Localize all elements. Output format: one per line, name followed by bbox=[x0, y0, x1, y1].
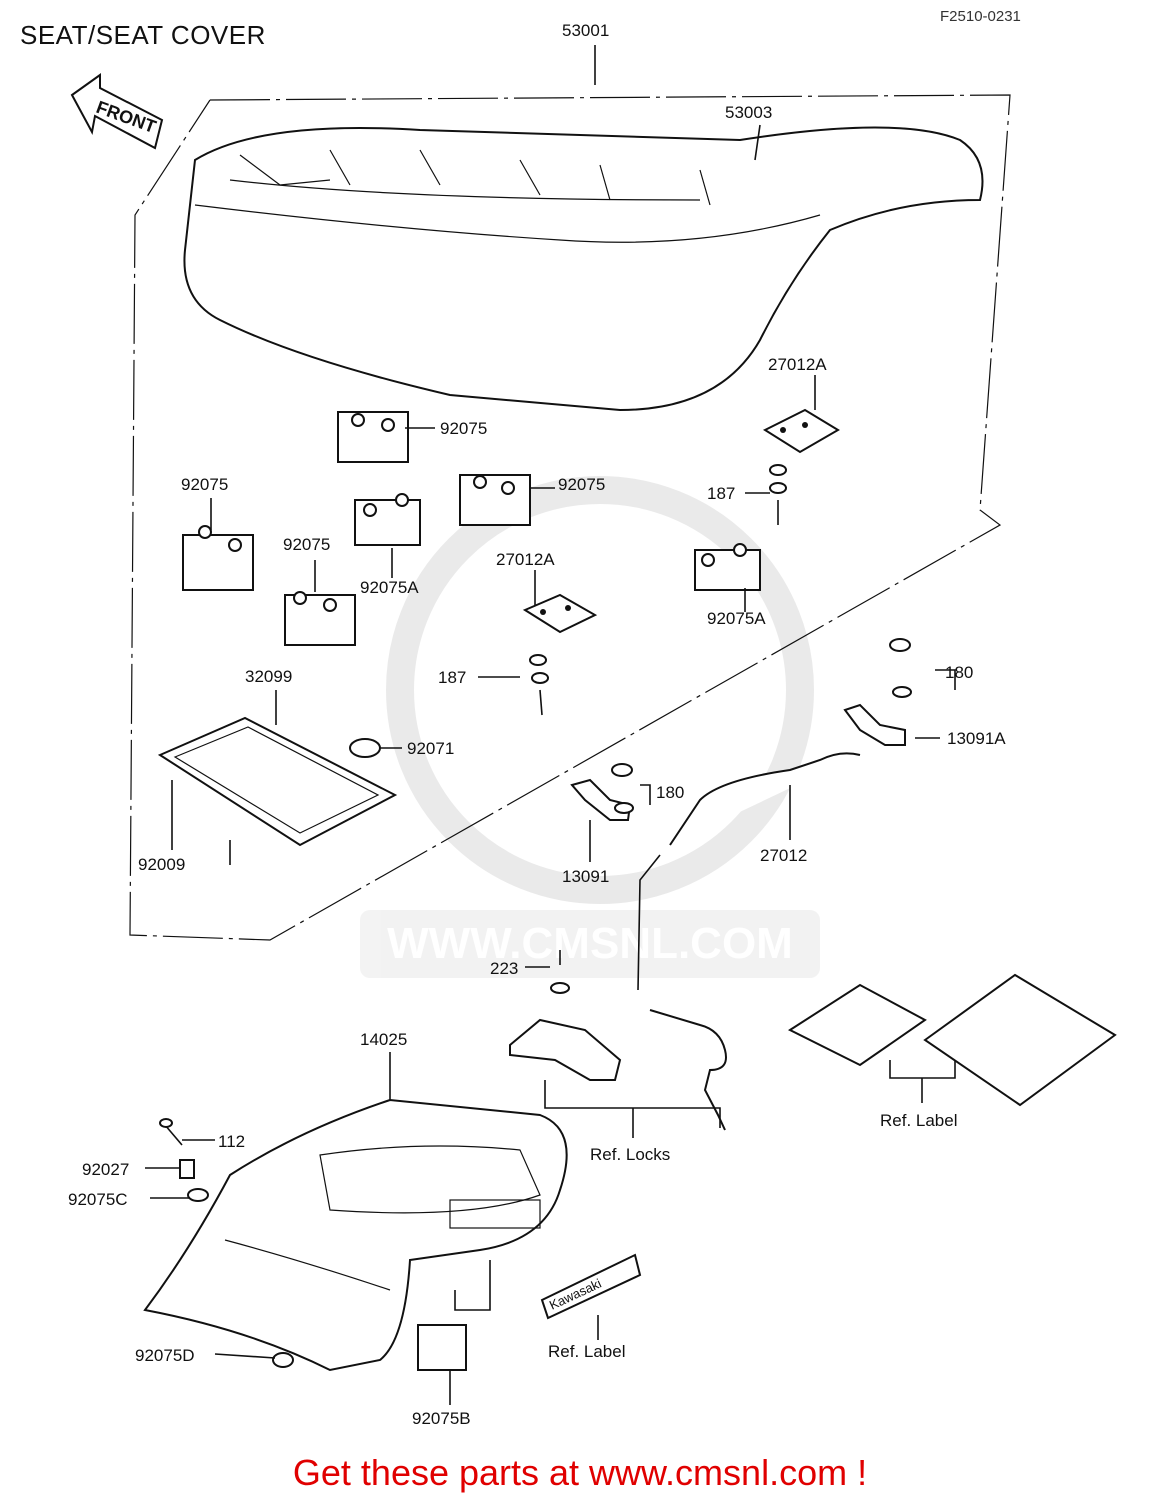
ref-label-locks: Ref. Locks bbox=[590, 1145, 670, 1164]
collar-92027 bbox=[179, 1159, 195, 1179]
callout-92071: 92071 bbox=[407, 739, 454, 758]
callout-27012: 27012 bbox=[760, 846, 807, 865]
clamp-13091 bbox=[570, 778, 632, 821]
lock-rod-27012 bbox=[637, 752, 861, 991]
assembly-boundary bbox=[129, 94, 1011, 941]
label-sheet-a bbox=[787, 983, 927, 1067]
bolt-112 bbox=[159, 1118, 183, 1146]
grommet-92071 bbox=[349, 738, 381, 758]
watermark-text: WWW.CMSNL.COM bbox=[387, 919, 793, 968]
rubber-damper-92075A-center bbox=[354, 493, 421, 546]
callout-27012A-right: 27012A bbox=[768, 355, 827, 374]
damper-92075B bbox=[417, 1324, 467, 1371]
bracket-27012A-center bbox=[522, 593, 598, 634]
callout-187-right: 187 bbox=[707, 484, 735, 503]
bolt-187-center bbox=[529, 654, 549, 716]
callout-92075A-center: 92075A bbox=[360, 578, 419, 597]
callout-92075A-right: 92075A bbox=[707, 609, 766, 628]
callout-32099: 32099 bbox=[245, 667, 292, 686]
callout-92075-top: 92075 bbox=[440, 419, 487, 438]
callout-27012A-center: 27012A bbox=[496, 550, 555, 569]
callout-13091A: 13091A bbox=[947, 729, 1006, 748]
callout-180-right: 180 bbox=[945, 663, 973, 682]
bolt-223 bbox=[550, 950, 570, 994]
leader-lines bbox=[145, 45, 956, 1405]
key-icon bbox=[649, 1009, 727, 1131]
callout-92075D: 92075D bbox=[135, 1346, 195, 1365]
watermark: WWW.CMSNL.COM bbox=[360, 476, 820, 978]
callout-180-center: 180 bbox=[656, 783, 684, 802]
callout-92075-mid: 92075 bbox=[558, 475, 605, 494]
footer-cta-link[interactable]: Get these parts at www.cmsnl.com ! bbox=[292, 1452, 868, 1493]
clamp-13091A bbox=[843, 703, 906, 746]
ref-label-emblem: Ref. Label bbox=[548, 1342, 626, 1361]
callout-187-center: 187 bbox=[438, 668, 466, 687]
bolt-180-right bbox=[889, 638, 912, 698]
bolt-92009 bbox=[171, 780, 231, 865]
callout-112: 112 bbox=[218, 1132, 245, 1151]
callout-92009: 92009 bbox=[138, 855, 185, 874]
tray-32099 bbox=[157, 716, 398, 847]
callout-92075-small: 92075 bbox=[283, 535, 330, 554]
bracket-27012A-right bbox=[762, 408, 840, 454]
rubber-damper-92075-top bbox=[337, 411, 409, 463]
rubber-damper-92075-left bbox=[182, 525, 254, 591]
seat-lock bbox=[509, 1018, 622, 1081]
callout-92075C: 92075C bbox=[68, 1190, 128, 1209]
seat-cover-illustration bbox=[143, 1098, 568, 1372]
callout-53003: 53003 bbox=[725, 103, 772, 122]
callout-53001: 53001 bbox=[562, 21, 609, 40]
callout-14025: 14025 bbox=[360, 1030, 407, 1049]
ref-label-labels: Ref. Label bbox=[880, 1111, 958, 1130]
bolt-180-center bbox=[611, 763, 634, 814]
callout-223: 223 bbox=[490, 959, 518, 978]
callouts: 53001 53003 27012A 187 92075 92075 92075… bbox=[68, 21, 1006, 1428]
page-title: SEAT/SEAT COVER bbox=[20, 20, 266, 50]
label-sheet-b bbox=[923, 973, 1117, 1107]
callout-92075B: 92075B bbox=[412, 1409, 471, 1428]
rubber-damper-92075-small bbox=[284, 591, 356, 646]
emblem-plate: Kawasaki bbox=[540, 1253, 642, 1320]
washer-92075C bbox=[187, 1188, 209, 1202]
diagram-code: F2510-0231 bbox=[940, 8, 1021, 25]
rubber-damper-92075-mid bbox=[459, 474, 531, 526]
seat-illustration bbox=[183, 126, 984, 412]
bolt-187-right bbox=[769, 464, 787, 525]
callout-92027: 92027 bbox=[82, 1160, 129, 1179]
washer-92075D bbox=[272, 1352, 294, 1368]
front-arrow-icon: FRONT bbox=[70, 73, 164, 150]
callout-92075-left: 92075 bbox=[181, 475, 228, 494]
rubber-damper-92075A-right bbox=[694, 543, 761, 591]
callout-13091: 13091 bbox=[562, 867, 609, 886]
